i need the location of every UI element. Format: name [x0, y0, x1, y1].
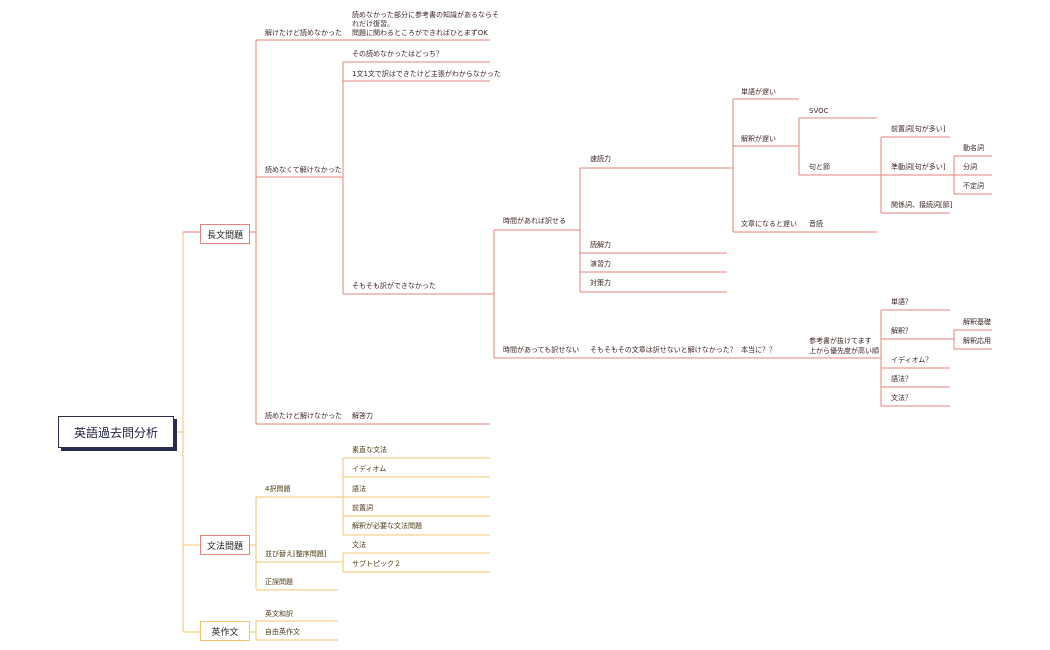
node-yometa-tokenakatta[interactable]: 読めたけど解けなかった [265, 412, 342, 420]
node-tango-osoi[interactable]: 単語が遅い [741, 88, 776, 96]
root-topic[interactable]: 英語過去問分析 [58, 416, 174, 448]
node-ku-to-setsu[interactable]: 句と節 [809, 163, 830, 171]
note-fukushu-1: 読めなかった部分に参考書の知識があるならそ [352, 11, 499, 19]
node-eibun-wayaku[interactable]: 英文和訳 [265, 610, 293, 618]
node-seigo[interactable]: 正誤問題 [265, 578, 293, 586]
node-sokudokuryoku[interactable]: 速読力 [590, 155, 611, 163]
node-idiom[interactable]: イディオム [352, 465, 387, 473]
node-jundoushi-ku[interactable]: 準動詞[句が多い] [891, 163, 946, 171]
node-bunpo-question[interactable]: 文法？ [891, 394, 912, 402]
node-bunshi[interactable]: 分詞 [963, 163, 977, 171]
topic-chobun[interactable]: 長文問題 [200, 224, 250, 244]
node-jikan-areba-yakuseru[interactable]: 時間があれば訳せる [503, 217, 566, 225]
node-tango-question[interactable]: 単語？ [891, 298, 912, 306]
node-enshuryoku[interactable]: 演習力 [590, 260, 611, 268]
topic-eisakubun[interactable]: 英作文 [200, 621, 250, 641]
node-domeishi[interactable]: 動名詞 [963, 144, 984, 152]
note-fukushu-2: れだけ復習。 [352, 20, 394, 28]
node-subtopic-2[interactable]: サブトピック２ [352, 560, 401, 568]
node-hontou-ni[interactable]: 本当に？？ [741, 346, 776, 354]
node-dotchi-question[interactable]: その読めなかったはどっち？ [352, 50, 443, 58]
node-svoc[interactable]: SVOC [809, 107, 829, 115]
node-kaishaku-kiso[interactable]: 解釈基礎 [963, 318, 991, 326]
node-zenchishi[interactable]: 前置詞 [352, 504, 373, 512]
node-yontaku[interactable]: 4択問題 [265, 485, 291, 493]
node-sonomo-yakusenai-question[interactable]: そもそもその文章は訳せないと解けなかった？ [590, 346, 737, 354]
node-dokkairyoku[interactable]: 読解力 [590, 241, 611, 249]
node-gohou[interactable]: 語法 [352, 485, 366, 493]
node-gohou-question[interactable]: 語法？ [891, 375, 912, 383]
node-kaishaku-osoi[interactable]: 解釈が遅い [741, 135, 776, 143]
node-jikan-attemo-yakusenai[interactable]: 時間があっても訳せない [503, 346, 580, 354]
node-kankeishi-setsu[interactable]: 関係詞、接続詞[節] [891, 201, 953, 209]
node-zenchishi-ku[interactable]: 前置詞[句が多い] [891, 125, 946, 133]
node-idiom-question[interactable]: イディオム？ [891, 356, 933, 364]
node-sunao-na-bunpo[interactable]: 素直な文法 [352, 446, 387, 454]
node-ondoku[interactable]: 音読 [809, 220, 823, 228]
topic-bunpo[interactable]: 文法問題 [200, 535, 250, 555]
node-jiyu-eisakubun[interactable]: 自由英作文 [265, 628, 300, 636]
node-yomenakute-tokenakatta[interactable]: 読めなくて解けなかった [265, 166, 342, 174]
node-toketa-yomenakatta[interactable]: 解けたけど読めなかった [265, 29, 342, 37]
node-sankosho-nuketemasu[interactable]: 参考書が抜けてます [809, 337, 872, 345]
node-futeishi[interactable]: 不定詞 [963, 182, 984, 190]
node-kaishaku-bunpo[interactable]: 解釈が必要な文法問題 [352, 522, 422, 530]
node-shucho-wakaranai[interactable]: 1文1文で訳はできたけど主張がわからなかった [352, 70, 501, 78]
note-fukushu-3: 問題に関わるところができればひとまずOK [352, 29, 488, 37]
node-yaku-dekinai[interactable]: そもそも訳ができなかった [352, 282, 436, 290]
node-bunsho-osoi[interactable]: 文章になると遅い [741, 220, 797, 228]
node-yusendo-jun: 上から優先度が高い順 [809, 347, 879, 355]
node-kaitouryoku[interactable]: 解答力 [352, 412, 373, 420]
node-narabikae[interactable]: 並び替え[整序問題] [265, 550, 327, 558]
node-kaishaku-question[interactable]: 解釈？ [891, 327, 912, 335]
node-bunpo[interactable]: 文法 [352, 541, 366, 549]
node-taisakuryoku[interactable]: 対策力 [590, 279, 611, 287]
node-kaishaku-ouyou[interactable]: 解釈応用 [963, 337, 991, 345]
